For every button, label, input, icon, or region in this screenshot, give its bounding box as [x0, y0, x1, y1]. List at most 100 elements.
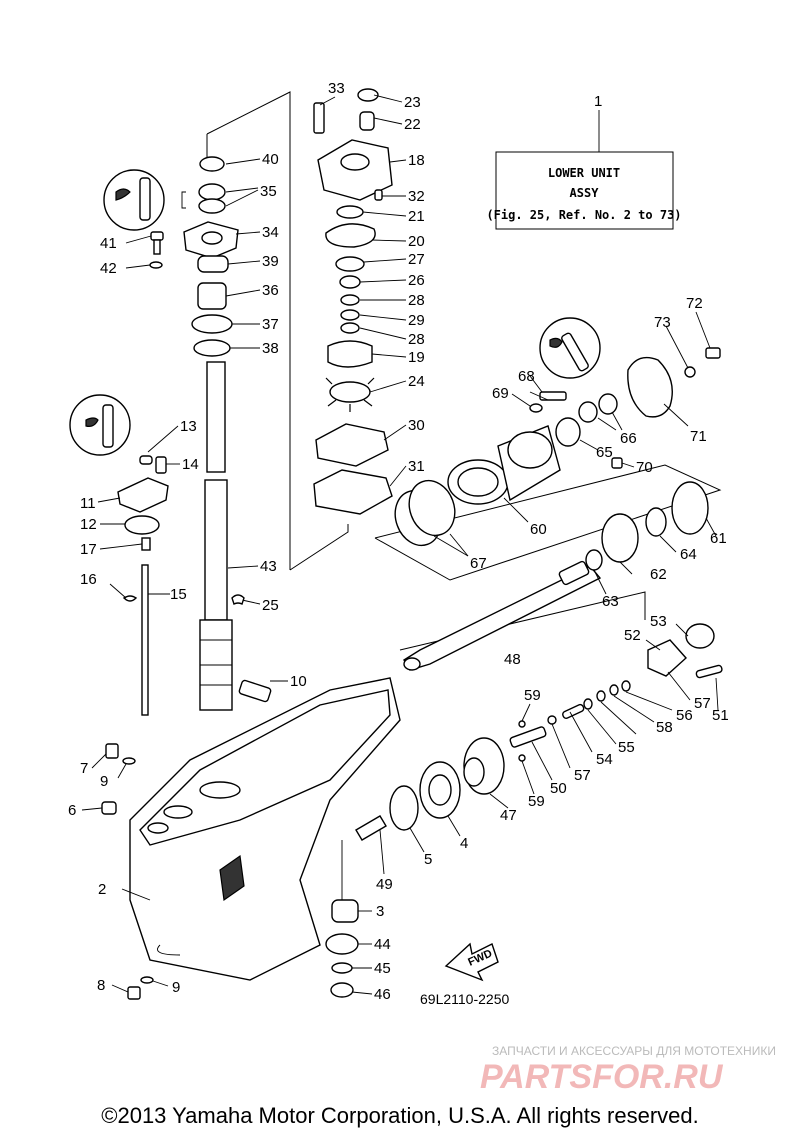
callout-17: 17 — [80, 541, 97, 558]
dog-clutch-52 — [647, 639, 687, 677]
callout-14: 14 — [182, 456, 199, 473]
callout-6: 6 — [68, 802, 76, 819]
callout-23: 23 — [404, 94, 421, 111]
o-ring-12 — [124, 515, 160, 535]
pipe-22 — [359, 111, 375, 131]
oil-seal-17 — [141, 537, 151, 551]
oil-seal-66a — [578, 401, 598, 423]
reverse-gear-62 — [601, 513, 639, 563]
inset-oil-seal-66-detail — [539, 317, 601, 379]
oil-seal-40 — [199, 156, 225, 172]
callout-28b: 28 — [408, 331, 425, 348]
callout-9a: 9 — [100, 773, 108, 790]
part-55b — [583, 698, 593, 710]
pinion-44 — [325, 933, 359, 955]
bearing-61 — [671, 481, 709, 535]
assy-box: 1 LOWER UNIT ASSY (Fig. 25, Ref. No. 2 t… — [486, 93, 682, 230]
callout-50: 50 — [550, 780, 567, 797]
washer-28b — [340, 322, 360, 334]
callout-59a: 59 — [524, 687, 541, 704]
callout-45: 45 — [374, 960, 391, 977]
callout-15: 15 — [170, 586, 187, 603]
propshaft-group-frame — [374, 464, 722, 581]
washer-73 — [684, 366, 696, 378]
bolt-68 — [539, 391, 567, 401]
bolt-33 — [313, 102, 325, 134]
callout-39: 39 — [262, 253, 279, 270]
inset-oil-seal-detail — [103, 169, 186, 231]
callout-20: 20 — [408, 233, 425, 250]
callout-24: 24 — [408, 373, 425, 390]
inset-shift-detail — [69, 394, 131, 456]
callout-38: 38 — [262, 340, 279, 357]
callout-53: 53 — [650, 613, 667, 630]
callout-5: 5 — [424, 851, 432, 868]
o-ring-21 — [336, 205, 364, 219]
callout-37: 37 — [262, 316, 279, 333]
callout-44: 44 — [374, 936, 391, 953]
callout-54: 54 — [596, 751, 613, 768]
diagram-code: 69L2110-2250 — [420, 991, 509, 1007]
bolt-14 — [155, 456, 167, 474]
collar-13 — [139, 455, 153, 465]
driveshaft-group-frame — [206, 91, 291, 570]
callout-13: 13 — [180, 418, 197, 435]
callout-52: 52 — [624, 627, 641, 644]
callout-1: 1 — [594, 93, 602, 110]
callout-72: 72 — [686, 295, 703, 312]
callout-49: 49 — [376, 876, 393, 893]
washer-42 — [149, 261, 163, 269]
callout-35: 35 — [260, 183, 277, 200]
shim-37 — [191, 314, 233, 334]
part-56 — [621, 680, 631, 692]
callout-29: 29 — [408, 312, 425, 329]
callout-57a: 57 — [574, 767, 591, 784]
callout-2: 2 — [98, 881, 106, 898]
bearing-36 — [197, 282, 227, 310]
shim-63 — [585, 549, 603, 571]
shifter-50 — [509, 726, 547, 748]
bolt-72 — [705, 347, 721, 359]
callout-34: 34 — [262, 224, 279, 241]
washer-28a — [340, 294, 360, 306]
gasket-20 — [325, 223, 376, 248]
fwd-arrow: FWD — [444, 942, 499, 982]
propeller-shaft-housing-60 — [447, 425, 561, 505]
callout-21: 21 — [408, 208, 425, 225]
gasket-31 — [313, 469, 393, 515]
callout-60: 60 — [530, 521, 547, 538]
washer-9a — [122, 757, 136, 765]
callout-58: 58 — [656, 719, 673, 736]
callout-36: 36 — [262, 282, 279, 299]
bolt-41 — [150, 231, 164, 255]
watermark-caption: ЗАПЧАСТИ И АКСЕССУАРЫ ДЛЯ МОТОТЕХНИКИ — [492, 1044, 776, 1058]
callout-26: 26 — [408, 272, 425, 289]
callout-61: 61 — [710, 530, 727, 547]
callout-48: 48 — [504, 651, 521, 668]
callout-3: 3 — [376, 903, 384, 920]
callout-64: 64 — [680, 546, 697, 563]
spring-53 — [685, 623, 715, 649]
ball-59a — [518, 720, 526, 728]
callout-73: 73 — [654, 314, 671, 331]
drain-screw-8 — [127, 986, 141, 1000]
ball-57 — [547, 715, 557, 725]
callout-10: 10 — [290, 673, 307, 690]
callout-7: 7 — [80, 760, 88, 777]
shift-plunger-54 — [562, 703, 585, 719]
callout-12: 12 — [80, 516, 97, 533]
callout-18: 18 — [408, 152, 425, 169]
callout-47: 47 — [500, 807, 517, 824]
callout-33: 33 — [328, 80, 345, 97]
grommet-23 — [357, 88, 379, 102]
callout-11: 11 — [80, 495, 96, 512]
propeller-shaft-48 — [403, 560, 602, 671]
callout-65: 65 — [596, 444, 613, 461]
lower-case-2 — [129, 677, 401, 981]
plug-6 — [101, 801, 117, 815]
callout-66b: 66 — [612, 430, 629, 447]
water-pump-parts — [289, 88, 393, 571]
callout-71: 71 — [690, 428, 707, 445]
shim-5 — [389, 785, 419, 831]
callout-67: 67 — [470, 555, 487, 572]
